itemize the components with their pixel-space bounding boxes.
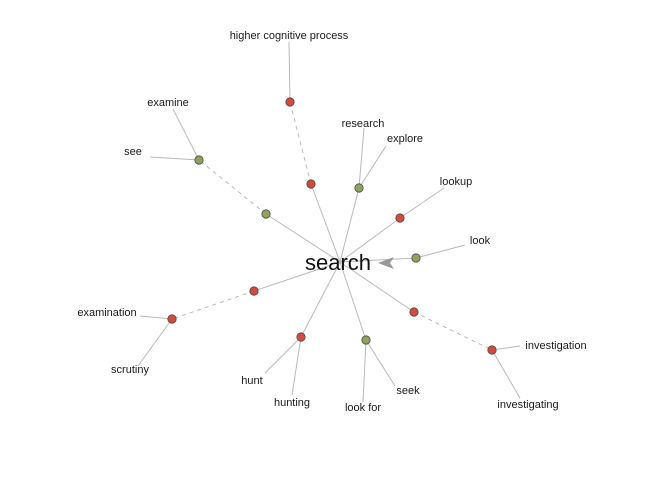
edge-leaf-lookup-0 [399, 187, 445, 219]
node-lookup [395, 213, 405, 223]
edge-leaf-see-examine-0 [149, 156, 200, 161]
edge-dashed-investigation [413, 311, 493, 351]
center-word: search [305, 250, 371, 275]
edge-leaf-examination-1 [137, 318, 173, 367]
word-label: scrutiny [111, 364, 149, 376]
edge-research-explore [339, 187, 360, 263]
edge-leaf-look-0 [415, 244, 466, 259]
edge-leaf-hunt-1 [291, 336, 302, 396]
word-label: hunting [274, 397, 310, 409]
arrowhead-icon [378, 257, 394, 269]
edge-hunt [300, 261, 341, 338]
node-end-higher-cognitive-process [285, 97, 295, 107]
edge-dashed-examination [171, 290, 255, 320]
edges-layer [137, 41, 521, 403]
node-end-examination [167, 314, 177, 324]
edge-leaf-examination-0 [139, 315, 173, 320]
word-label: investigation [525, 340, 586, 352]
word-label: lookup [440, 176, 472, 188]
edge-see-examine [265, 213, 341, 263]
edge-dashed-see-examine [198, 159, 267, 215]
node-seek-look-for [361, 335, 371, 345]
edge-leaf-higher-cognitive-process-0 [288, 41, 291, 103]
edge-leaf-see-examine-1 [172, 108, 200, 161]
edge-leaf-hunt-0 [264, 336, 302, 374]
word-label: look [470, 235, 491, 247]
word-label: examination [77, 307, 136, 319]
nodes-layer [167, 97, 497, 355]
edge-leaf-seek-look-for-0 [365, 339, 396, 387]
edge-leaf-investigation-0 [491, 345, 521, 351]
edge-leaf-research-explore-0 [358, 127, 365, 189]
node-higher-cognitive-process [306, 179, 316, 189]
edge-seek-look-for [339, 261, 367, 341]
edge-higher-cognitive-process [310, 183, 341, 263]
node-look [411, 253, 421, 263]
edge-leaf-investigation-1 [491, 349, 521, 399]
node-see-examine [261, 209, 271, 219]
node-investigation [409, 307, 419, 317]
node-hunt [296, 332, 306, 342]
edge-investigation [339, 261, 415, 313]
word-label: see [124, 146, 142, 158]
word-label: hunt [241, 375, 262, 387]
word-label: examine [147, 97, 189, 109]
word-label: seek [396, 385, 420, 397]
word-label: investigating [497, 399, 558, 411]
edge-dashed-higher-cognitive-process [289, 101, 312, 185]
edge-look [339, 257, 417, 263]
word-label: look for [345, 402, 381, 414]
word-label: research [342, 118, 385, 130]
edge-examination [253, 261, 341, 292]
word-label: explore [387, 133, 423, 145]
edge-lookup [339, 217, 401, 263]
node-examination [249, 286, 259, 296]
edge-leaf-research-explore-1 [358, 145, 387, 189]
node-end-investigation [487, 345, 497, 355]
node-end-see-examine [194, 155, 204, 165]
word-label: higher cognitive process [230, 30, 349, 42]
edge-leaf-seek-look-for-1 [362, 339, 367, 403]
node-research-explore [354, 183, 364, 193]
